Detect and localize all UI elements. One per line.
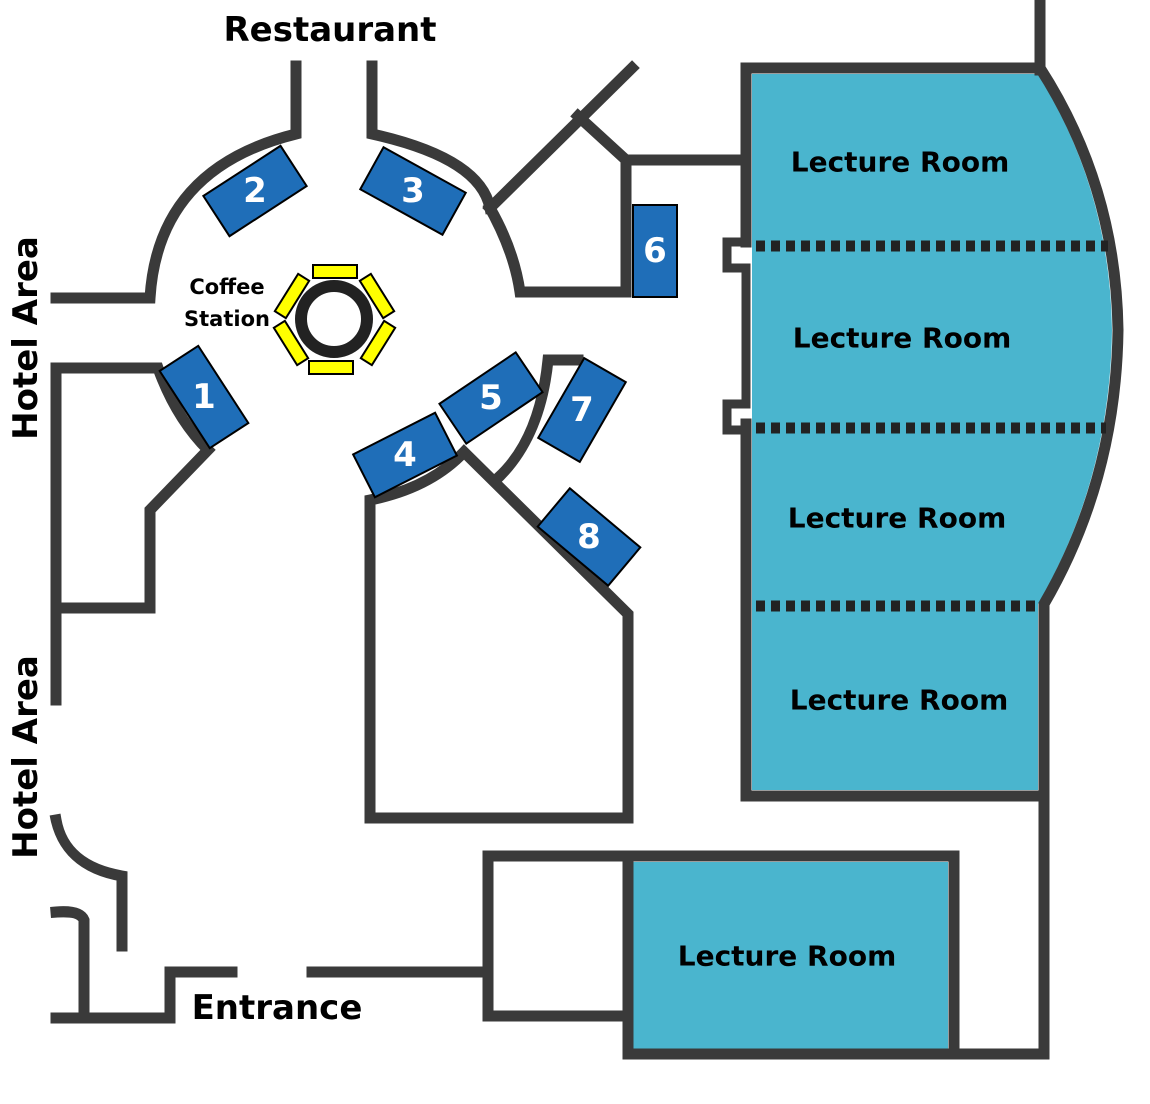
booth-number: 7 bbox=[570, 390, 594, 430]
lecture-room-label: Lecture Room bbox=[790, 684, 1009, 717]
booth-number: 8 bbox=[577, 517, 601, 557]
coffee-counter bbox=[295, 280, 373, 358]
booth-4[interactable]: 4 bbox=[351, 411, 459, 499]
walls bbox=[49, 0, 1124, 1060]
coffee-seat bbox=[358, 272, 396, 320]
coffee-seat bbox=[273, 272, 311, 320]
coffee-seat bbox=[359, 319, 397, 367]
coffee-seat bbox=[308, 360, 354, 375]
booth-number: 2 bbox=[243, 171, 267, 211]
coffee-seat bbox=[312, 264, 358, 279]
booth-number: 6 bbox=[643, 231, 667, 271]
booth-1[interactable]: 1 bbox=[158, 344, 250, 450]
booth-2[interactable]: 2 bbox=[201, 144, 309, 238]
lecture-room-block-fill bbox=[752, 74, 1112, 790]
booths: 1 2 3 4 5 6 7 8 bbox=[158, 144, 678, 588]
lecture-room-label: Lecture Room bbox=[793, 322, 1012, 355]
booth-5[interactable]: 5 bbox=[438, 350, 544, 446]
lecture-room-label: Lecture Room bbox=[678, 940, 897, 973]
booth-number: 5 bbox=[479, 378, 503, 418]
coffee-station-label-line1: Coffee bbox=[189, 275, 264, 299]
booth-6[interactable]: 6 bbox=[632, 204, 678, 298]
entrance-label: Entrance bbox=[192, 988, 363, 1028]
restaurant-label: Restaurant bbox=[223, 10, 436, 50]
lecture-room-fills bbox=[630, 74, 1112, 1050]
coffee-seat bbox=[272, 319, 310, 367]
booth-8[interactable]: 8 bbox=[536, 486, 642, 588]
booth-number: 4 bbox=[393, 435, 417, 475]
booth-3[interactable]: 3 bbox=[358, 145, 468, 237]
lecture-room-label: Lecture Room bbox=[788, 502, 1007, 535]
booth-number: 1 bbox=[192, 377, 216, 417]
coffee-station: Coffee Station bbox=[184, 264, 397, 375]
hotel-area-bottom-label: Hotel Area bbox=[6, 655, 46, 859]
lecture-room-5-fill bbox=[630, 862, 948, 1050]
coffee-station-label-line2: Station bbox=[184, 307, 270, 331]
booth-number: 3 bbox=[401, 171, 425, 211]
room-dividers bbox=[756, 240, 1108, 612]
lecture-room-label: Lecture Room bbox=[791, 146, 1010, 179]
hotel-area-top-label: Hotel Area bbox=[6, 236, 46, 440]
booth-7[interactable]: 7 bbox=[536, 356, 628, 464]
